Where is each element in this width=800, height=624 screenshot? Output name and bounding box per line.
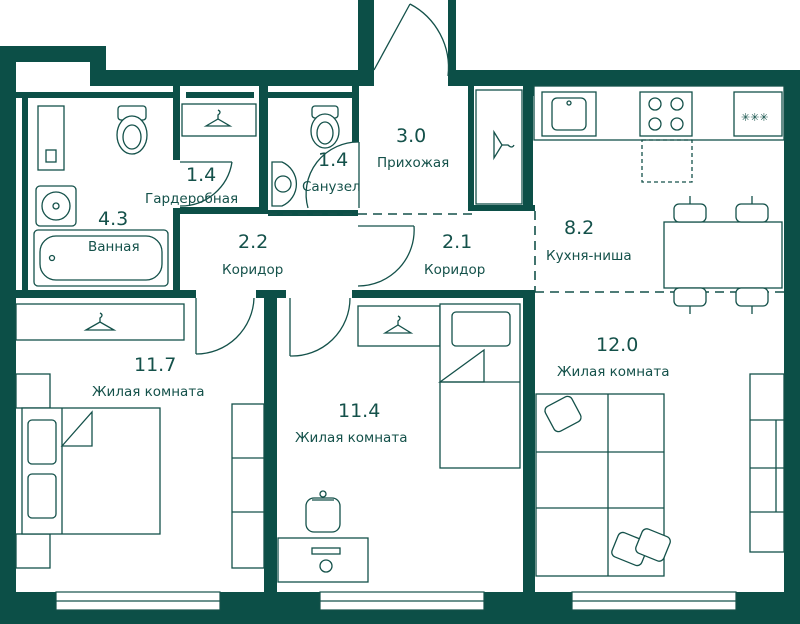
right-living-furniture	[535, 373, 785, 577]
hanger-icon	[203, 109, 233, 127]
room-area-living-middle: 11.4	[338, 400, 380, 422]
washing-machine-icon	[37, 105, 65, 171]
room-area-corridor-left: 2.2	[238, 231, 268, 253]
doors	[179, 3, 450, 357]
desk-icon	[277, 537, 369, 583]
room-name-corridor-right: Коридор	[424, 262, 485, 278]
room-area-hallway: 3.0	[396, 125, 426, 147]
interior-walls	[16, 86, 535, 592]
bathroom-fixtures	[33, 105, 169, 287]
bed-icon	[21, 407, 161, 535]
windows	[55, 591, 737, 611]
toilet-icon	[116, 105, 148, 155]
room-area-living-left: 11.7	[134, 354, 176, 376]
kitchen-fixtures: ✳✳✳	[533, 85, 785, 314]
door-icon	[179, 161, 233, 207]
room-name-living-right: Жилая комната	[557, 364, 669, 380]
svg-text:✳✳✳: ✳✳✳	[741, 111, 769, 124]
sofa-icon	[535, 393, 671, 577]
door-icon	[305, 141, 360, 209]
chair-icon	[673, 196, 769, 314]
stove-icon	[639, 91, 693, 137]
door-icon	[195, 297, 255, 355]
bathtub-icon	[33, 229, 169, 287]
door-icon	[373, 3, 450, 77]
room-name-bathroom: Ванная	[88, 239, 140, 255]
bed-icon	[438, 303, 521, 469]
room-area-corridor-right: 2.1	[442, 231, 472, 253]
hanger-icon	[493, 129, 515, 161]
window-icon	[55, 591, 221, 611]
room-area-kitchen: 8.2	[564, 217, 594, 239]
room-area-wardrobe: 1.4	[186, 164, 216, 186]
room-name-living-left: Жилая комната	[92, 384, 204, 400]
room-labels: 4.3 Ванная 1.4 Гардеробная 1.4 Санузел 3…	[88, 125, 669, 446]
left-living-furniture	[15, 303, 265, 569]
hanger-icon	[83, 312, 117, 331]
toilet-room-fixtures	[271, 105, 340, 207]
zone-separators	[268, 211, 784, 293]
window-icon	[319, 591, 485, 611]
sink-icon	[35, 185, 77, 227]
room-area-toilet: 1.4	[318, 149, 348, 171]
room-name-wardrobe: Гардеробная	[145, 191, 238, 207]
room-area-bathroom: 4.3	[98, 208, 128, 230]
middle-living-furniture	[277, 303, 521, 583]
room-name-kitchen: Кухня-ниша	[546, 248, 632, 264]
table-icon	[663, 221, 783, 289]
hanger-icon	[382, 315, 414, 334]
room-area-living-right: 12.0	[596, 334, 638, 356]
hallway-wardrobe	[475, 89, 523, 205]
toilet-icon	[310, 105, 340, 149]
room-name-corridor-left: Коридор	[222, 262, 283, 278]
sink-icon	[541, 91, 597, 137]
wardrobe-rail	[181, 103, 257, 137]
door-icon	[289, 297, 351, 357]
room-name-living-middle: Жилая комната	[295, 430, 407, 446]
sink-icon	[271, 161, 298, 207]
room-name-toilet: Санузел	[302, 179, 361, 195]
room-name-hallway: Прихожая	[377, 155, 449, 171]
door-icon	[357, 225, 415, 287]
window-icon	[571, 591, 737, 611]
chair-icon	[305, 490, 341, 533]
